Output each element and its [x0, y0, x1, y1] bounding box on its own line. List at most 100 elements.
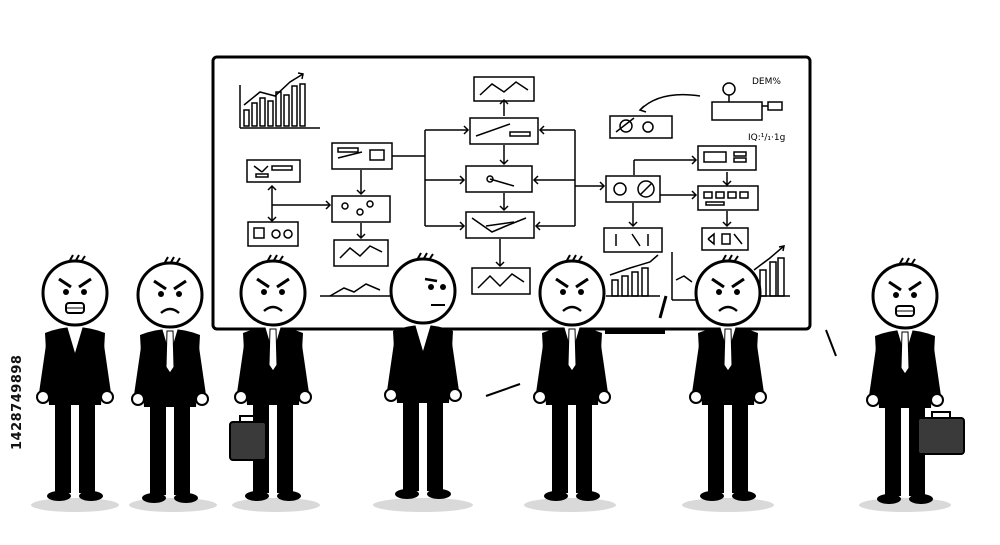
hand-right	[100, 390, 114, 404]
arm-left	[134, 340, 144, 395]
face-neutral	[424, 277, 446, 306]
stock-id-watermark: 1428749898	[10, 300, 28, 450]
tie	[723, 328, 733, 372]
head	[136, 261, 204, 329]
arm-left	[39, 338, 49, 393]
shoe-left	[700, 491, 724, 501]
hair	[721, 254, 739, 263]
tie	[268, 328, 278, 372]
tie	[900, 331, 910, 375]
hair	[416, 252, 434, 261]
leg-right	[576, 398, 592, 493]
businessmen-group	[36, 252, 965, 504]
shoe-right	[427, 489, 451, 499]
head	[694, 259, 762, 327]
hand-right	[298, 390, 312, 404]
leg-left	[552, 398, 568, 493]
arm-right	[598, 338, 608, 393]
businessman-1	[36, 254, 114, 501]
board-flow-left	[246, 142, 425, 267]
shoe-left	[142, 493, 166, 503]
businessman-4	[384, 252, 462, 499]
suit-jacket	[393, 325, 453, 403]
face-angry	[711, 277, 745, 312]
arm-right	[931, 341, 941, 396]
businessman-5	[533, 254, 611, 501]
leg-left	[708, 398, 724, 493]
leg-right	[427, 396, 443, 491]
leg-right	[732, 398, 748, 493]
hand-left	[234, 390, 248, 404]
tie	[165, 330, 175, 374]
hair	[898, 257, 916, 266]
hand-right	[930, 393, 944, 407]
shoe-right	[277, 491, 301, 501]
businessman-7	[866, 257, 944, 504]
arm-right	[754, 338, 764, 393]
props	[229, 295, 965, 461]
suit-jacket	[45, 327, 105, 405]
arm-right	[196, 340, 206, 395]
shoe-left	[245, 491, 269, 501]
hand-left	[866, 393, 880, 407]
hand-left	[131, 392, 145, 406]
arm-right	[101, 338, 111, 393]
shoe-right	[732, 491, 756, 501]
leg-right	[174, 400, 190, 495]
leg-left	[150, 400, 166, 495]
leg-right	[277, 398, 293, 493]
face-shout	[58, 277, 92, 314]
shoe-right	[576, 491, 600, 501]
pointer-stick-icon	[485, 383, 521, 397]
board-label-bottom: IQ:¹/₁·1g	[748, 133, 785, 143]
hair	[266, 254, 284, 263]
board-label-top: DEM%	[752, 77, 781, 87]
briefcase-icon	[229, 421, 267, 461]
businessman-6	[689, 254, 767, 501]
businessman-3	[234, 254, 312, 501]
shoe-right	[79, 491, 103, 501]
shoe-left	[47, 491, 71, 501]
shirt-collar	[415, 324, 431, 351]
hand-right	[195, 392, 209, 406]
hair	[68, 254, 86, 263]
shoe-right	[174, 493, 198, 503]
pointer-stick-icon	[825, 329, 837, 357]
face-angry	[256, 277, 290, 312]
face-angry	[153, 279, 187, 314]
whiteboard	[211, 55, 812, 334]
hand-right	[597, 390, 611, 404]
briefcase-icon	[917, 417, 965, 455]
tie	[567, 328, 577, 372]
hand-left	[533, 390, 547, 404]
businessman-2	[131, 256, 209, 503]
shoe-left	[544, 491, 568, 501]
arm-left	[869, 341, 879, 396]
head	[389, 257, 457, 325]
head	[239, 259, 307, 327]
hair	[163, 256, 181, 265]
hand-left	[384, 388, 398, 402]
arm-left	[536, 338, 546, 393]
arm-right	[299, 338, 309, 393]
shoe-left	[395, 489, 419, 499]
head	[538, 259, 606, 327]
board-bar-chart-icon	[239, 72, 320, 129]
stock-id-text: 1428749898	[10, 354, 25, 450]
leg-right	[79, 398, 95, 493]
arm-left	[237, 338, 247, 393]
hand-left	[36, 390, 50, 404]
hand-right	[448, 388, 462, 402]
arm-left	[692, 338, 702, 393]
head	[871, 262, 939, 330]
board-flow-right	[320, 82, 790, 301]
leg-left	[55, 398, 71, 493]
leg-left	[885, 401, 901, 496]
hand-left	[689, 390, 703, 404]
board-flow-center	[424, 76, 606, 295]
head	[41, 259, 109, 327]
floor-shadows	[31, 498, 951, 512]
pen-icon	[658, 295, 668, 319]
shirt-collar	[67, 326, 83, 353]
